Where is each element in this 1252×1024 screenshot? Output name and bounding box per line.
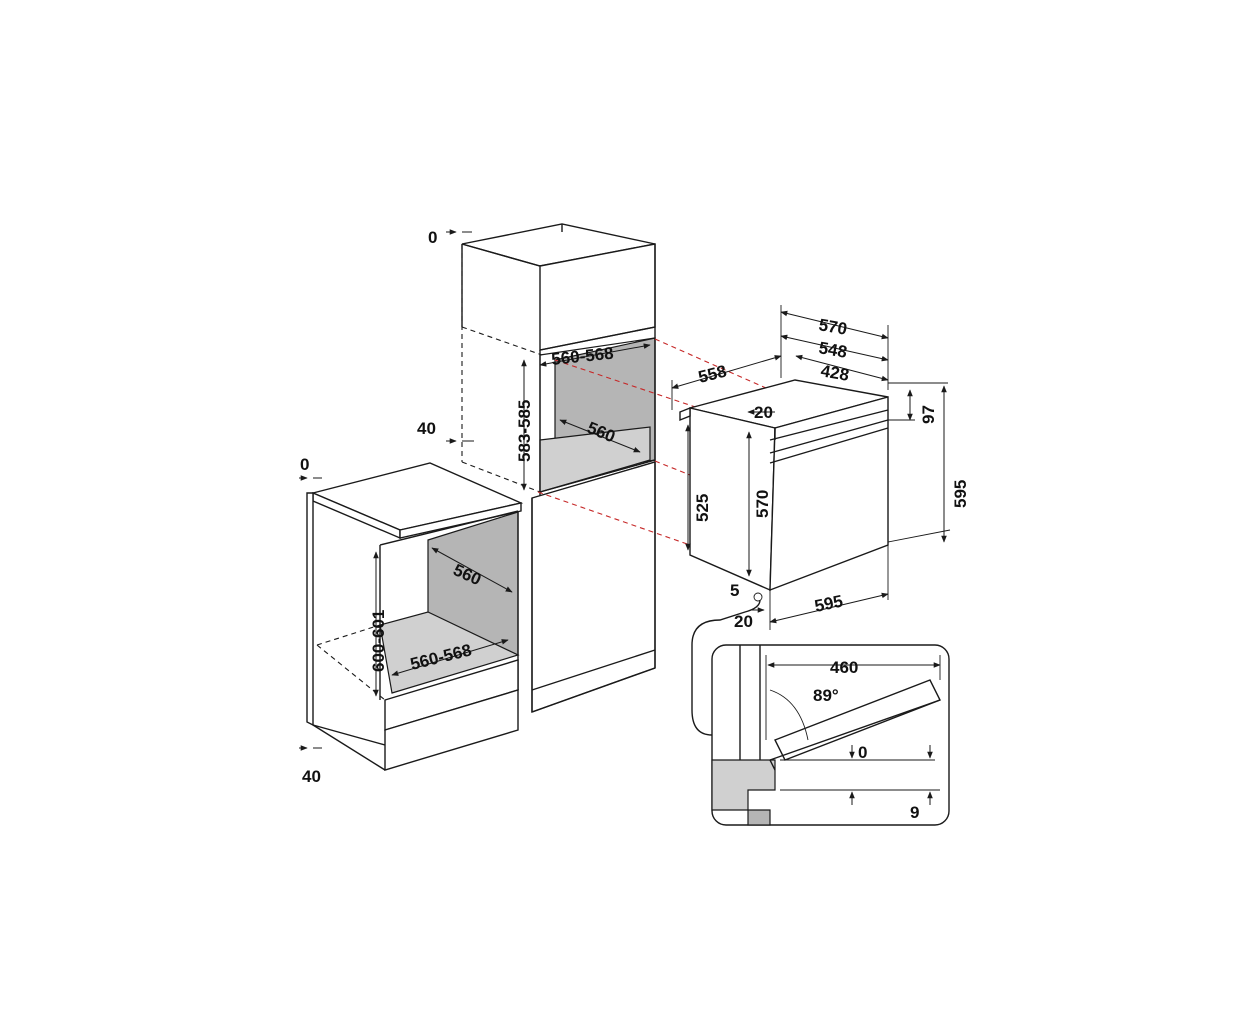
label-detail-angle: 89° bbox=[813, 686, 839, 705]
dimension-lines bbox=[299, 229, 951, 805]
label-oven-panel-height: 97 bbox=[919, 405, 938, 424]
label-detail-offset-top: 0 bbox=[858, 743, 867, 762]
label-tall-top-gap: 0 bbox=[428, 228, 437, 247]
label-oven-door-height: 570 bbox=[753, 490, 772, 518]
label-detail-offset-bottom: 9 bbox=[910, 803, 919, 822]
label-oven-body-height: 525 bbox=[693, 494, 712, 522]
label-low-height: 600-601 bbox=[369, 610, 388, 672]
label-low-bottom-gap: 40 bbox=[302, 767, 321, 786]
label-oven-width: 595 bbox=[813, 591, 845, 615]
hinge-detail-inset bbox=[691, 592, 950, 826]
label-oven-side-offset: 20 bbox=[734, 612, 753, 631]
label-oven-width-body: 558 bbox=[696, 362, 728, 387]
label-oven-depth-body: 548 bbox=[817, 338, 848, 362]
label-tall-side-gap: 40 bbox=[417, 419, 436, 438]
low-cabinet bbox=[306, 462, 524, 771]
oven bbox=[679, 379, 889, 592]
label-low-top-gap: 0 bbox=[300, 455, 309, 474]
label-tall-height: 583-585 bbox=[515, 400, 534, 462]
label-detail-depth: 460 bbox=[830, 658, 858, 677]
label-oven-depth-inner: 428 bbox=[819, 361, 850, 385]
label-oven-bottom-gap: 5 bbox=[730, 581, 739, 600]
label-oven-total-height: 595 bbox=[951, 480, 970, 508]
label-oven-depth-total: 570 bbox=[817, 315, 848, 339]
label-oven-panel-offset: 20 bbox=[754, 403, 773, 422]
